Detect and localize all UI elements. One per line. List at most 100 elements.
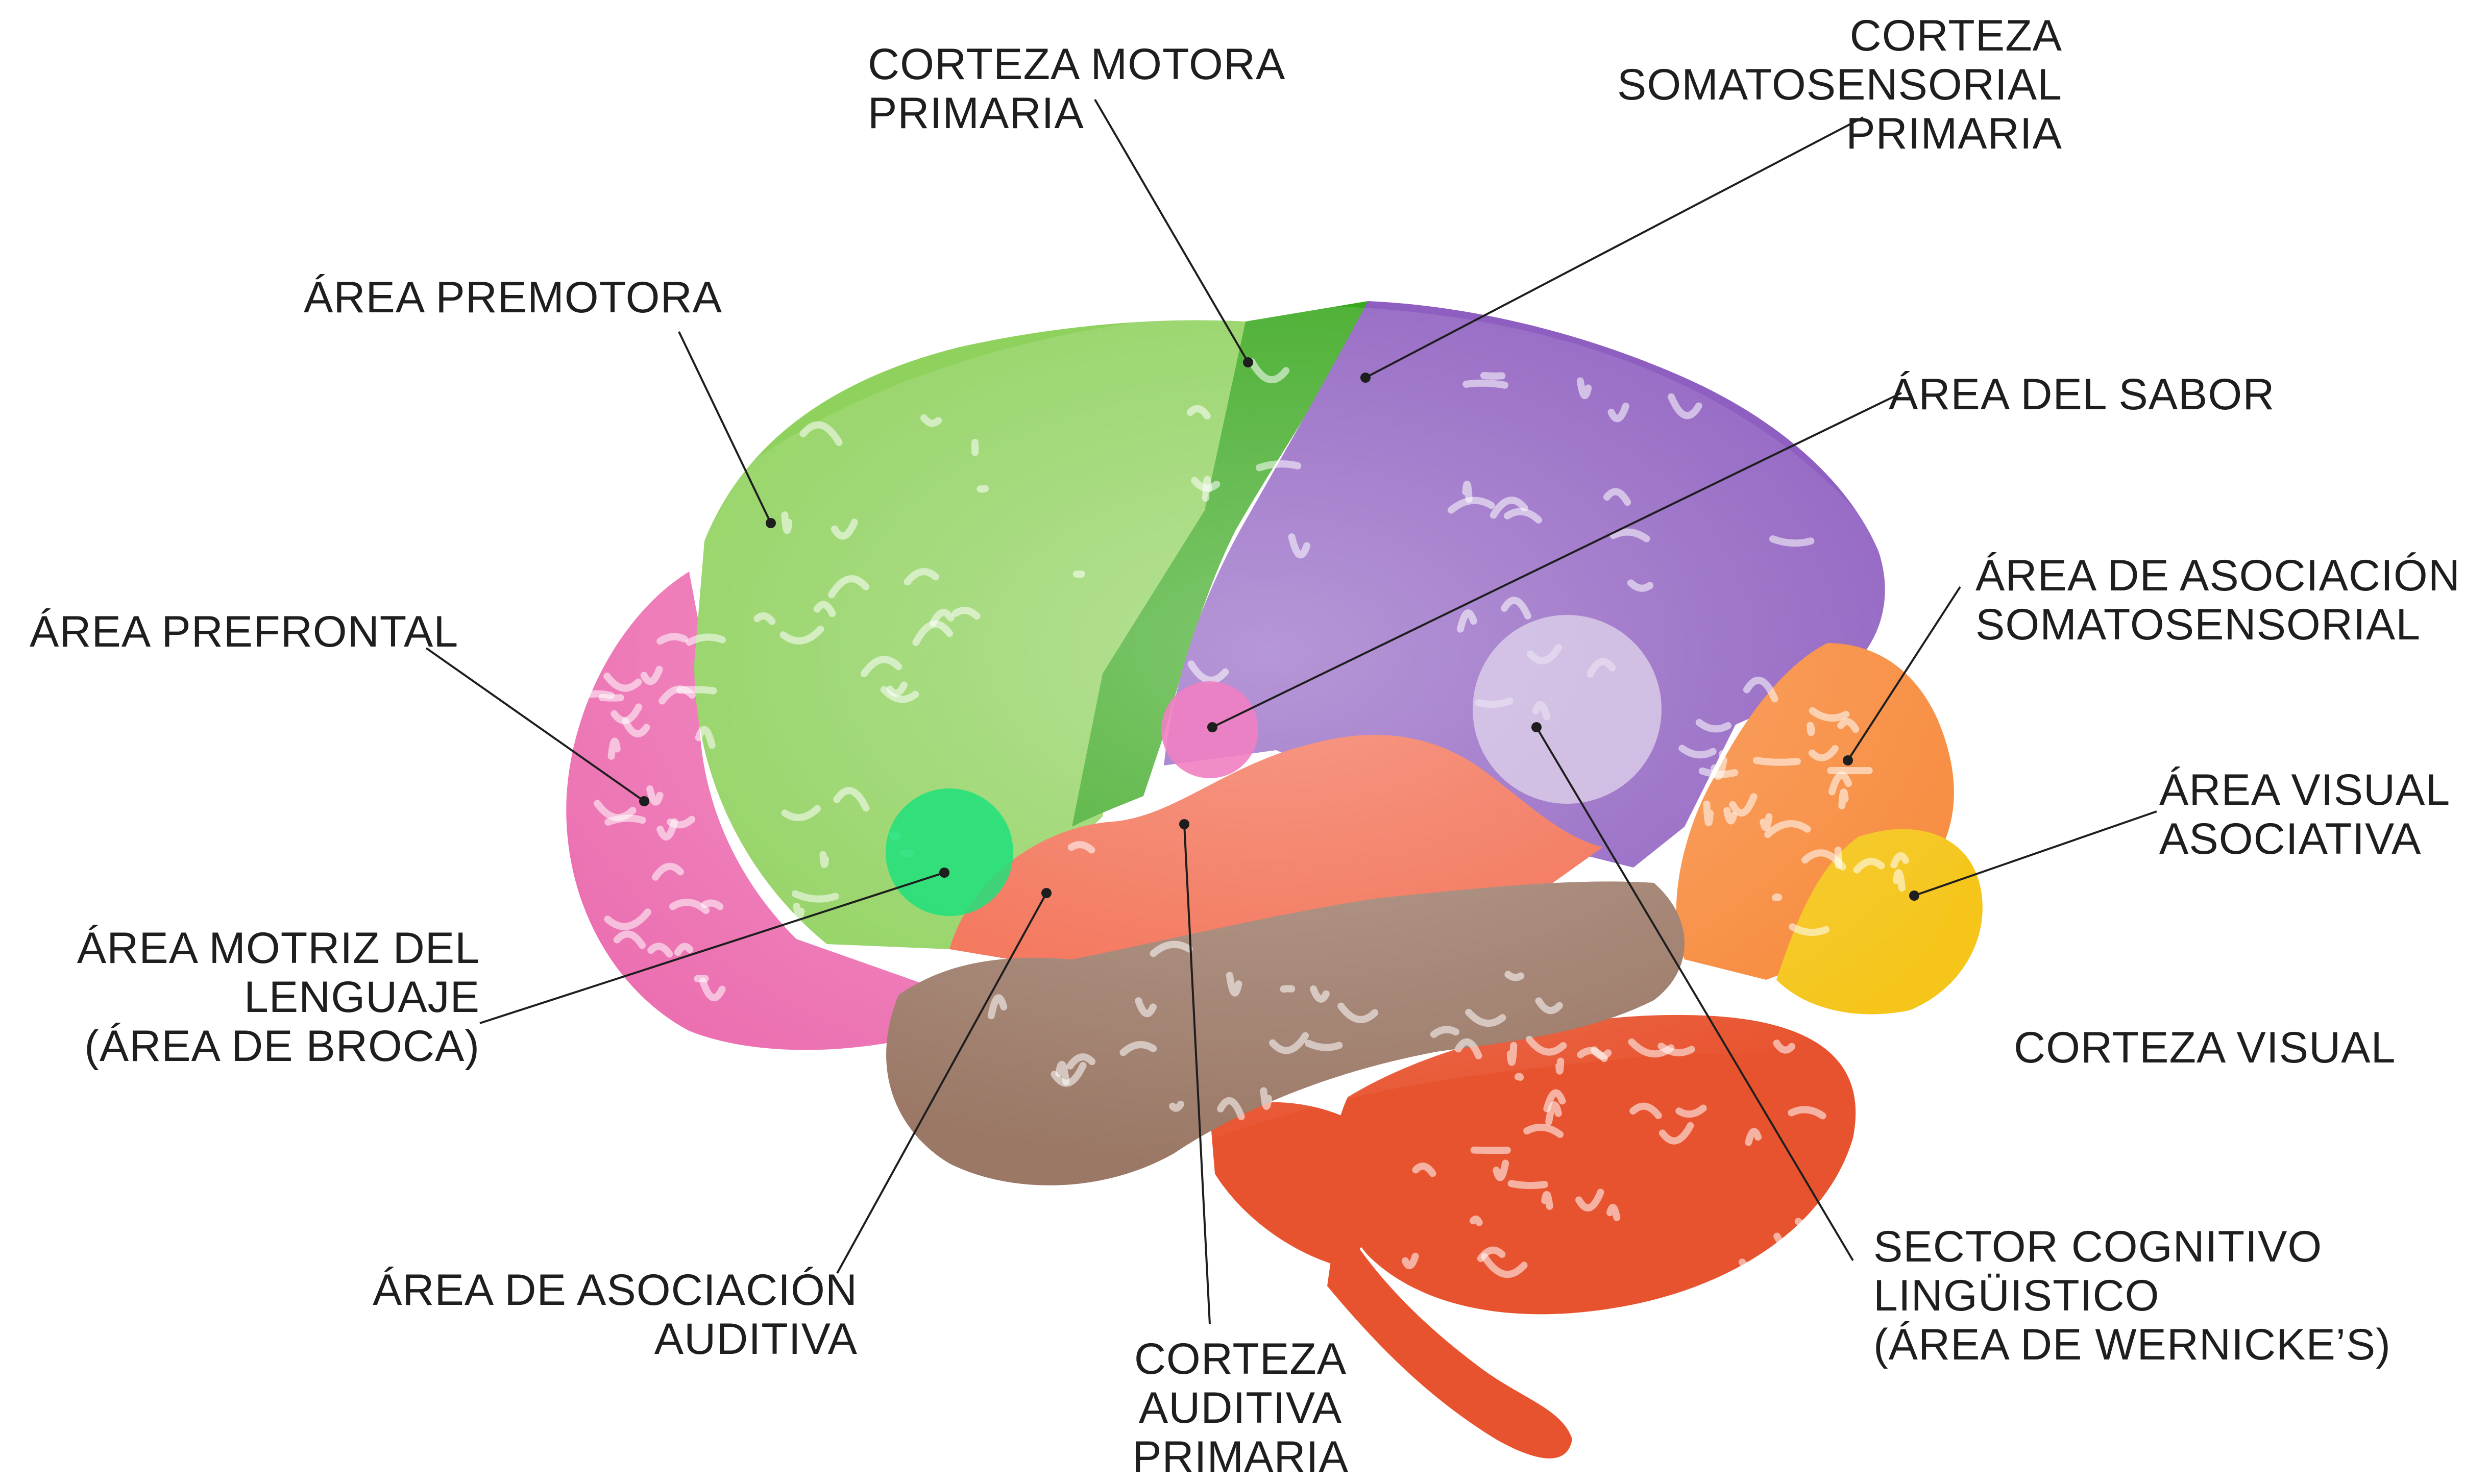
gyrus-highlight (1658, 1122, 1694, 1145)
leader-area-visual-asociativa (1914, 810, 2157, 897)
gyrus-highlight (1698, 767, 1739, 778)
gyrus-highlight (930, 609, 955, 627)
gyrus-highlight (607, 737, 621, 760)
gyrus-highlight (987, 994, 1008, 1020)
gyrus-highlight (667, 815, 696, 829)
gyrus-highlight (1773, 1232, 1803, 1252)
gyrus-highlight (651, 862, 684, 881)
gyrus-highlight (1668, 393, 1702, 419)
gyrus-highlight (1412, 1163, 1436, 1177)
gyrus-highlight (1609, 528, 1650, 542)
label-area-asociacion-somatosensorial: ÁREA DE ASOCIACIÓN SOMATOSENSORIAL (1975, 551, 2460, 649)
gyrus-highlight (781, 511, 793, 534)
gyrus-highlight (611, 703, 643, 725)
dot-area-prefrontal (639, 796, 649, 806)
dot-area-premotora (766, 518, 776, 528)
gyrus-highlight (886, 681, 908, 697)
gyrus-highlight (1837, 718, 1860, 733)
gyrus-highlight (781, 805, 821, 821)
gyrus-highlight (1067, 841, 1095, 854)
gyrus-highlight (603, 673, 642, 692)
dot-area-broca (939, 868, 949, 878)
gyrus-highlight (1456, 609, 1477, 633)
dot-area-visual-asociativa (1909, 891, 1919, 901)
gyrus-highlight (1480, 1253, 1528, 1278)
gyrus-highlight (1280, 985, 1296, 993)
broca-spot (886, 788, 1013, 916)
gyrus-highlight (1729, 793, 1758, 817)
leader-corteza-somatosensorial (1365, 116, 1864, 379)
gyrus-highlight (1535, 997, 1563, 1015)
gyrus-highlight (791, 890, 839, 903)
leader-area-prefrontal (425, 647, 645, 802)
gyrus-highlight (1465, 1008, 1506, 1027)
dot-corteza-motora (1243, 357, 1253, 367)
gyrus-highlight (1828, 771, 1852, 796)
gyrus-highlight (779, 626, 824, 645)
label-area-asociacion-auditiva: ÁREA DE ASOCIACIÓN AUDITIVA (373, 1266, 858, 1364)
gyrus-highlight (1543, 1089, 1566, 1112)
leader-sector-wernicke (1535, 726, 1854, 1262)
gyrus-highlight (1187, 660, 1229, 684)
gyrus-highlight (1119, 1041, 1157, 1056)
gyrus-highlight (1675, 1104, 1707, 1118)
gyrus-highlight (1310, 985, 1330, 1003)
gyrus-highlight (827, 575, 870, 599)
gyrus-highlight (1723, 807, 1738, 825)
leader-area-premotora (678, 331, 772, 524)
gyrus-highlight (1718, 750, 1726, 759)
gyrus-highlight (1743, 677, 1778, 703)
gyrus-highlight (695, 726, 716, 749)
gyrus-highlight (1575, 1189, 1604, 1211)
gyrus-highlight (1807, 722, 1815, 736)
label-corteza-motora: CORTEZA MOTORA PRIMARIA (868, 40, 1286, 138)
label-corteza-auditiva: CORTEZA AUDITIVA PRIMARIA (1132, 1334, 1349, 1481)
label-area-sabor: ÁREA DEL SABOR (1889, 370, 2275, 419)
gyrus-highlight (813, 601, 836, 617)
leader-dots (639, 357, 1919, 901)
gyrus-highlight (1462, 379, 1508, 389)
gyrus-highlight (658, 685, 696, 705)
gyrus-highlight (1890, 852, 1909, 869)
gyrus-highlight (819, 851, 829, 868)
gyrus-highlight (1454, 1038, 1482, 1059)
dot-asociacion-auditiva (1041, 888, 1052, 898)
gyrus-highlight (1627, 579, 1654, 592)
gyrus-highlight (1745, 1128, 1762, 1146)
gyrus-highlight (1202, 476, 1212, 502)
gyrus-highlight (594, 800, 637, 822)
gyrus-highlight (1430, 1026, 1460, 1038)
gyrus-highlight (1260, 1087, 1272, 1110)
dot-area-sabor (1207, 722, 1217, 732)
leader-corteza-motora (1094, 98, 1249, 363)
gyrus-highlight (1764, 820, 1811, 838)
gyrus-highlight (701, 899, 724, 910)
gyrus-highlight (1490, 497, 1528, 519)
gyrus-highlight (1760, 813, 1773, 831)
gyrus-highlight (1629, 1102, 1662, 1120)
gyrus-highlight (1576, 377, 1592, 400)
gyrus-highlight (1493, 1159, 1509, 1181)
gyrus-highlight (1808, 745, 1839, 761)
gyrus-highlight (1507, 1180, 1549, 1190)
gyrus-highlight (920, 414, 942, 427)
brain-sheen (566, 306, 1971, 1169)
gyrus-highlight (604, 908, 651, 930)
gyrus-highlight (1169, 1100, 1184, 1112)
gyrus-highlight (1892, 869, 1906, 892)
gyrus-highlight (686, 633, 726, 646)
gyrus-highlight (1603, 488, 1631, 506)
gyrus-highlight (904, 568, 939, 586)
gyrus-highlight (1789, 923, 1830, 936)
dot-asociacion-somatosensorial (1843, 755, 1853, 765)
gyrus-highlight (1506, 1042, 1518, 1066)
gyrus-highlight (1657, 1043, 1695, 1056)
gyrus-highlight (880, 686, 919, 703)
gyrus-highlight (1769, 535, 1815, 547)
gyrus-highlight (1470, 1215, 1483, 1226)
gyrus-highlight (793, 902, 805, 920)
gyrus-highlight (1853, 858, 1885, 874)
leader-corteza-auditiva (1183, 824, 1211, 1325)
gyrus-highlight (1591, 1046, 1612, 1060)
